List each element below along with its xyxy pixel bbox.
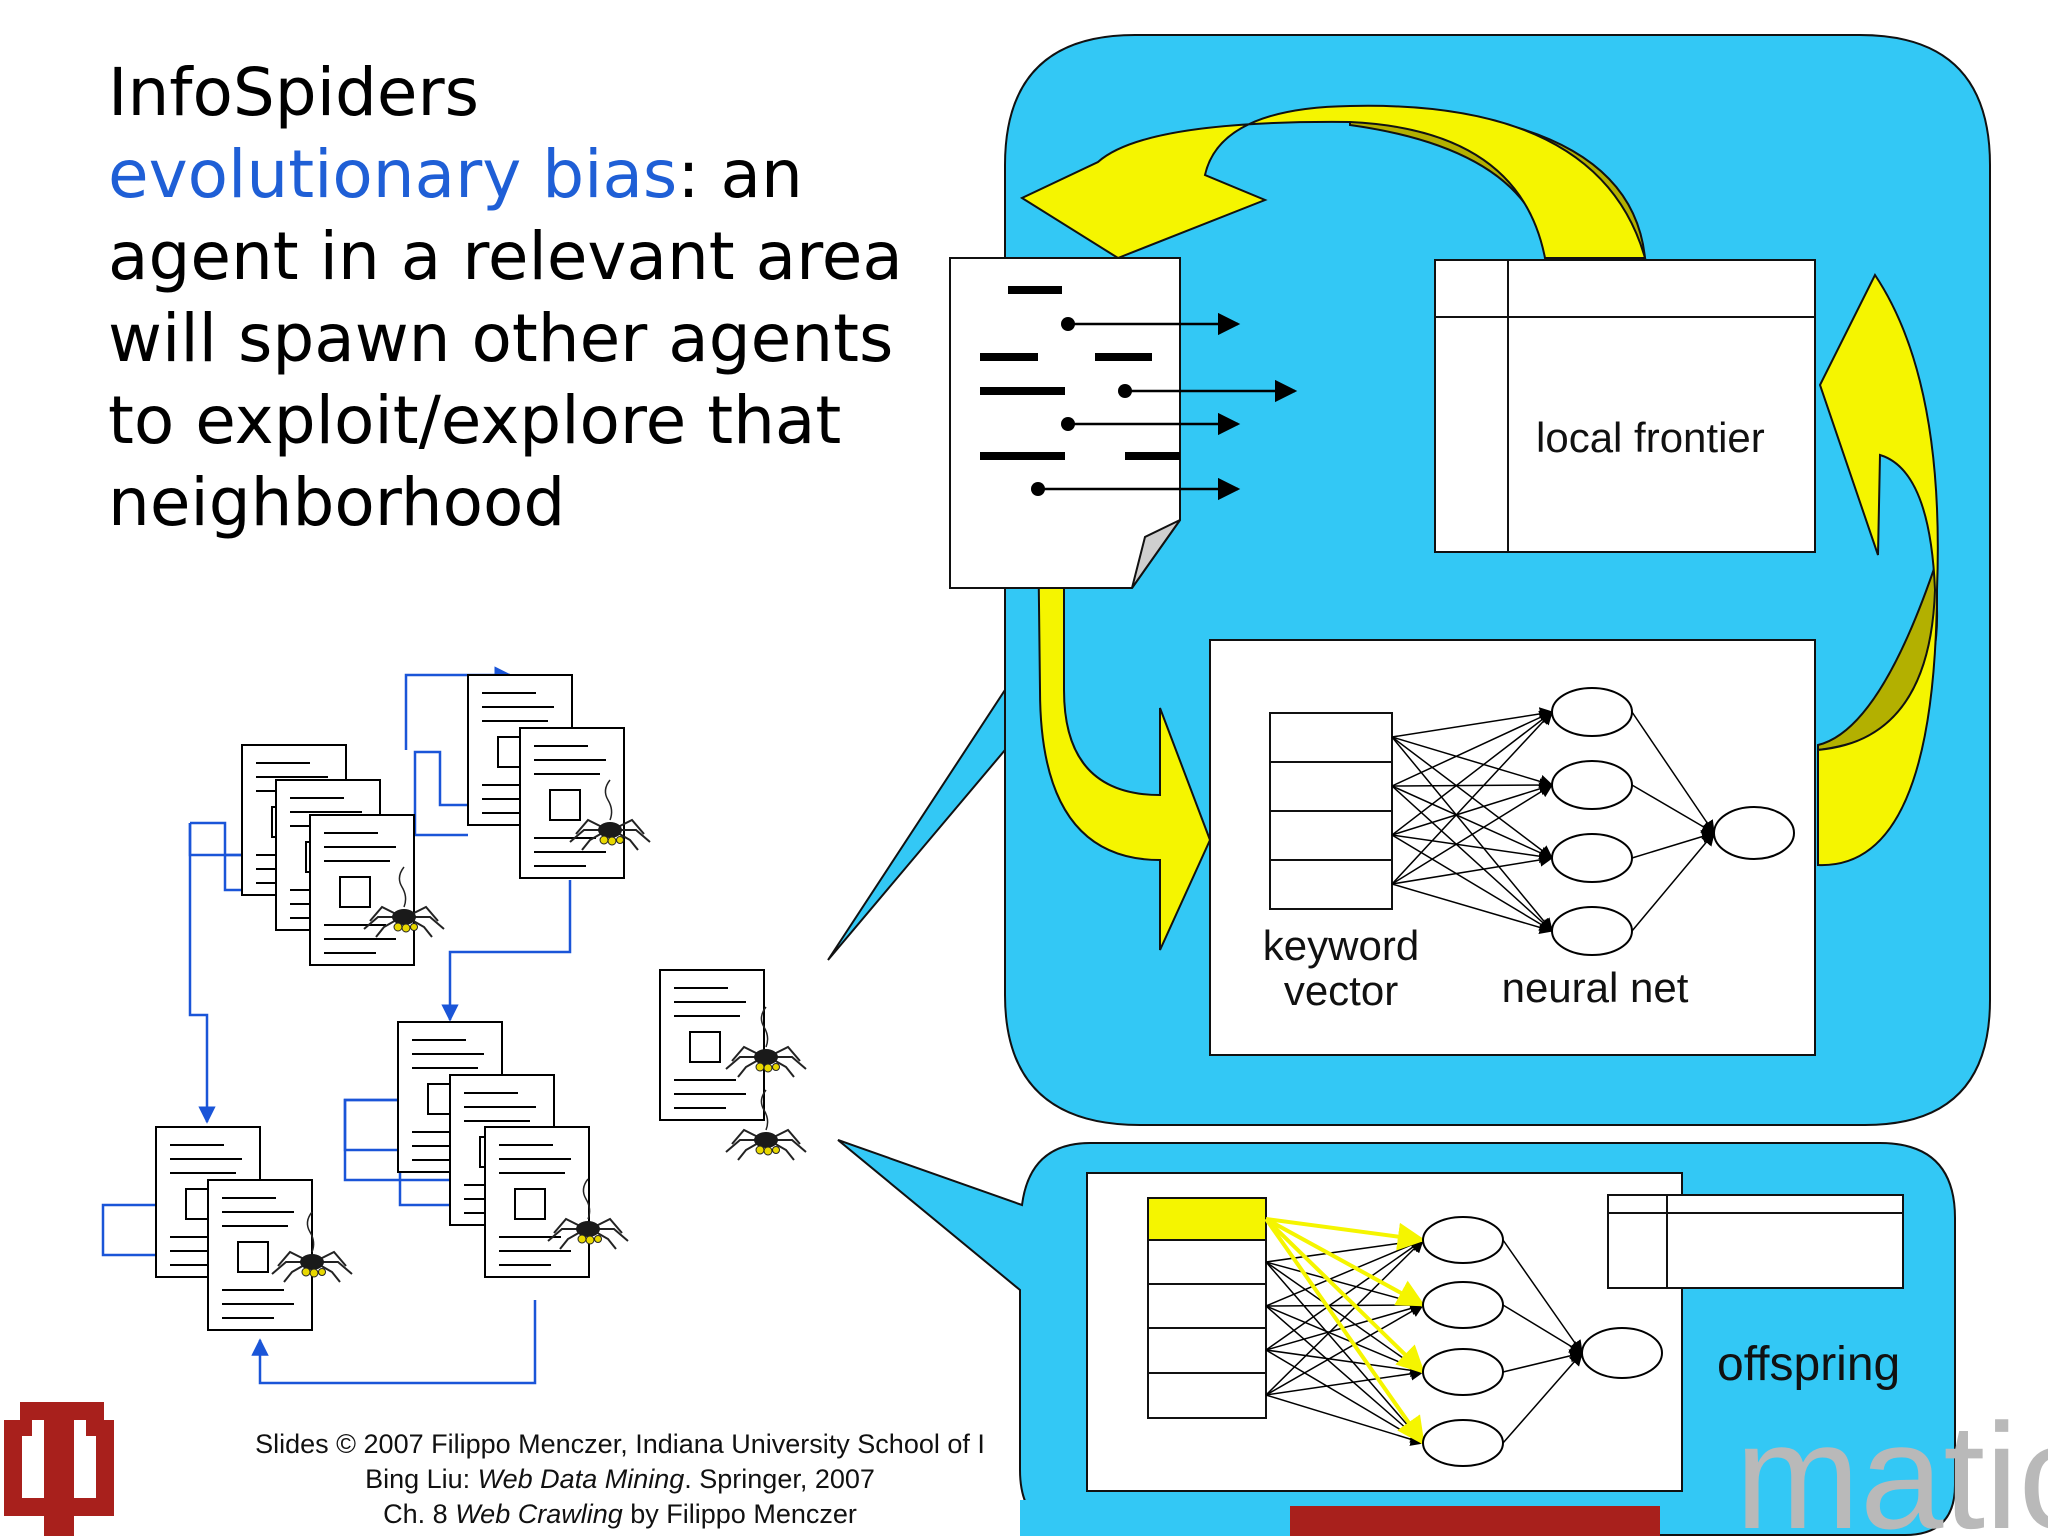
keyword-vector (1269, 712, 1393, 910)
web-page-icon (949, 257, 1298, 589)
slide-body-line-4: neighborhood (108, 464, 566, 541)
svg-text:matics: matics (1735, 1392, 2048, 1536)
slide-credits: Slides © 2007 Filippo Menczer, Indiana U… (190, 1427, 1050, 1532)
local-frontier-label: local frontier (1536, 414, 1765, 461)
informatics-watermark: matics (1020, 1392, 2048, 1536)
keyword-label: keyword (1263, 922, 1419, 969)
vector-label: vector (1284, 967, 1398, 1014)
offspring-frontier-box (1607, 1194, 1904, 1289)
slide-text: InfoSpiders evolutionary bias: an agent … (108, 52, 928, 544)
offspring-label: offspring (1717, 1338, 1900, 1391)
slide-body-line-1: agent in a relevant area (108, 218, 903, 295)
slide-body-line-3: to exploit/explore that (108, 382, 842, 459)
slide-title: InfoSpiders (108, 54, 480, 131)
credits-line-1: Slides © 2007 Filippo Menczer, Indiana U… (255, 1429, 985, 1459)
neural-net-label: neural net (1502, 964, 1689, 1011)
local-frontier-box: local frontier (1434, 259, 1816, 553)
slide-body-line-2: will spawn other agents (108, 300, 894, 377)
net-to-frontier-arrow (1817, 273, 1939, 867)
neural-net-panel: keyword vector neural net (1209, 639, 1816, 1056)
iu-trident-logo (4, 1402, 114, 1536)
slide-body-line-0: evolutionary bias: an (108, 136, 803, 213)
web-graph (101, 666, 807, 1385)
page-to-vector-arrow (1036, 519, 1212, 951)
credits-line-2: Bing Liu: Web Data Mining. Springer, 200… (365, 1464, 875, 1494)
frontier-to-page-arrow (1019, 104, 1647, 260)
credits-line-3: Ch. 8 Web Crawling by Filippo Menczer (383, 1499, 857, 1529)
accent-phrase: evolutionary bias (108, 136, 678, 213)
offspring-panel: offspring (1086, 1172, 1904, 1492)
